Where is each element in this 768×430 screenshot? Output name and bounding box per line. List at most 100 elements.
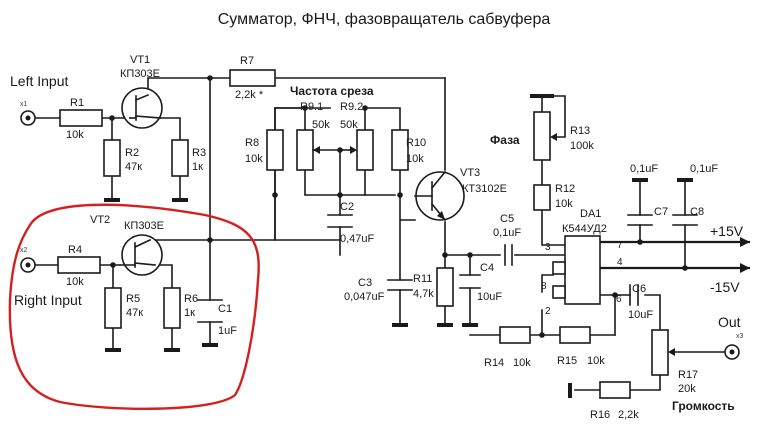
svg-text:20k: 20k: [678, 383, 696, 395]
svg-text:2,2k: 2,2k: [618, 409, 639, 421]
svg-text:10k: 10k: [513, 357, 531, 369]
svg-text:C5: C5: [500, 213, 514, 225]
svg-text:R1: R1: [70, 97, 84, 109]
svg-text:VT2: VT2: [90, 214, 110, 226]
positive-rail-label: +15V: [710, 223, 744, 239]
svg-text:x3: x3: [736, 333, 744, 340]
svg-text:R6: R6: [184, 293, 198, 305]
svg-text:R9.1: R9.1: [300, 101, 323, 113]
capacitor-c8: C8 0,1uF: [672, 163, 718, 226]
svg-text:x1: x1: [20, 101, 28, 108]
svg-text:47к: 47к: [126, 307, 143, 319]
negative-rail-label: -15V: [710, 279, 740, 295]
junctions: [109, 75, 688, 338]
resistor-r6: R6 1к: [163, 287, 198, 329]
transistor-vt2: VT2 КП303Е: [90, 214, 164, 276]
svg-text:10uF: 10uF: [628, 309, 653, 321]
resistor-r3: R3 1к: [171, 139, 206, 177]
input-connector-left[interactable]: x1: [20, 101, 36, 126]
capacitor-c7: C7 0,1uF: [627, 163, 668, 226]
capacitor-c2: C2 0,47uF: [327, 201, 375, 245]
svg-text:0,1uF: 0,1uF: [690, 163, 718, 175]
resistor-r9-1: R9.1 50k: [296, 101, 330, 171]
svg-text:R11: R11: [413, 273, 432, 285]
svg-text:x2: x2: [20, 247, 28, 254]
resistor-r16: R16 2,2k: [590, 381, 639, 421]
svg-text:8: 8: [541, 281, 547, 292]
svg-text:0,047uF: 0,047uF: [344, 291, 385, 303]
svg-text:10k: 10k: [406, 153, 424, 165]
svg-text:C8: C8: [690, 206, 704, 218]
svg-text:10k: 10k: [66, 129, 84, 141]
resistor-r2: R2 47к: [103, 139, 142, 177]
svg-text:2: 2: [545, 306, 551, 317]
svg-text:C3: C3: [358, 277, 372, 289]
svg-text:C1: C1: [218, 303, 232, 315]
cutoff-frequency-label: Частота среза: [290, 84, 374, 98]
svg-text:R5: R5: [126, 293, 140, 305]
positive-rail-arrow: [740, 237, 750, 247]
svg-text:R15: R15: [557, 355, 577, 367]
svg-text:КП303Е: КП303Е: [124, 220, 164, 232]
resistor-r7: R7 2,2k *: [229, 55, 276, 101]
resistor-r13: R13 100k: [533, 111, 594, 161]
svg-text:R10: R10: [406, 137, 426, 149]
svg-text:1к: 1к: [184, 307, 195, 319]
svg-text:1uF: 1uF: [218, 325, 237, 337]
svg-text:R3: R3: [192, 147, 206, 159]
capacitor-c4: C4 10uF: [459, 262, 502, 303]
input-connector-right[interactable]: x2: [20, 247, 36, 273]
svg-text:2,2k *: 2,2k *: [235, 89, 264, 101]
capacitor-c5: C5 0,1uF: [493, 213, 521, 266]
svg-text:0,47uF: 0,47uF: [340, 233, 375, 245]
svg-text:10k: 10k: [555, 198, 573, 210]
resistor-r9-2: R9.2 50k: [340, 101, 374, 171]
svg-text:R14: R14: [484, 357, 504, 369]
resistor-r11: R11 4,7k: [413, 267, 454, 307]
resistor-r1: R1 10k: [59, 97, 103, 141]
diagram-title: Сумматор, ФНЧ, фазовращатель сабвуфера: [218, 11, 551, 28]
svg-text:10k: 10k: [245, 153, 263, 165]
svg-text:R4: R4: [68, 244, 82, 256]
svg-text:R17: R17: [678, 369, 698, 381]
resistor-r4: R4 10k: [57, 244, 101, 288]
svg-text:10uF: 10uF: [477, 291, 502, 303]
ground-symbols: [104, 94, 693, 398]
negative-rail-arrow: [740, 263, 750, 273]
svg-text:1к: 1к: [192, 161, 203, 173]
capacitor-c1: C1 1uF: [197, 299, 237, 337]
svg-text:R16: R16: [590, 409, 610, 421]
svg-text:R2: R2: [125, 147, 139, 159]
svg-text:R8: R8: [245, 137, 259, 149]
svg-text:C4: C4: [480, 262, 494, 274]
svg-text:0,1uF: 0,1uF: [493, 227, 521, 239]
resistor-r8: R8 10k: [245, 129, 284, 171]
output-label: Out: [718, 314, 741, 330]
phase-label: Фаза: [490, 133, 520, 147]
svg-text:4: 4: [617, 257, 623, 268]
svg-text:C7: C7: [654, 206, 668, 218]
svg-text:C2: C2: [340, 201, 354, 213]
svg-text:КП303Е: КП303Е: [120, 68, 160, 80]
svg-text:R12: R12: [555, 183, 575, 195]
svg-text:DA1: DA1: [580, 208, 601, 220]
output-connector[interactable]: x3: [724, 333, 744, 360]
resistor-r17: R17 20k: [651, 329, 698, 395]
svg-text:VT3: VT3: [460, 167, 480, 179]
svg-text:R13: R13: [570, 125, 590, 137]
transistor-vt3: VT3 КТ3102Е: [414, 167, 507, 222]
svg-text:C6: C6: [632, 283, 646, 295]
left-input-label: Left Input: [10, 73, 68, 89]
svg-text:VT1: VT1: [130, 54, 150, 66]
svg-text:47к: 47к: [125, 161, 142, 173]
svg-text:К544УД2: К544УД2: [562, 223, 607, 235]
capacitor-c6: C6 10uF: [628, 283, 653, 321]
right-input-label: Right Input: [14, 292, 82, 308]
svg-text:50k: 50k: [312, 119, 330, 131]
svg-text:4,7k: 4,7k: [413, 288, 434, 300]
svg-text:10k: 10k: [587, 355, 605, 367]
svg-text:КТ3102Е: КТ3102Е: [462, 183, 507, 195]
capacitor-c3: C3 0,047uF: [344, 277, 413, 303]
svg-text:R9.2: R9.2: [340, 101, 363, 113]
